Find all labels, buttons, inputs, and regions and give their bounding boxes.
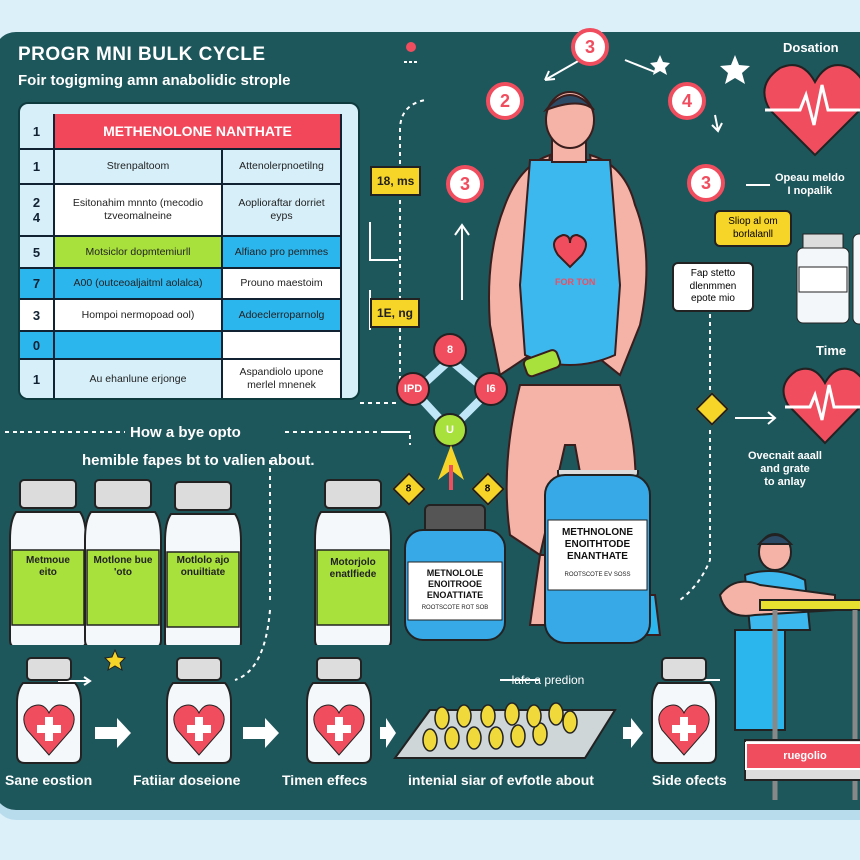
row-number: 3 — [20, 300, 55, 330]
table-cell: Aspandiolo upone merlel mnenek — [223, 360, 342, 398]
jar-sublabel: ROOTSCOTE EV SOSS — [564, 572, 631, 578]
step-circle: 3 — [571, 28, 609, 66]
arrow-up — [454, 223, 470, 300]
table-cell: Prouno maestoim — [223, 269, 342, 298]
molecule-atom: U — [433, 413, 467, 447]
dashed-connector — [5, 402, 410, 433]
table-row: 3 Hompoi nermopoad ool) Adoeclerroparnol… — [20, 300, 342, 332]
molecule-atom: I6 — [474, 372, 508, 406]
heartbeat-heart-icon — [782, 367, 860, 445]
table-cell: Esitonahim mnnto (mecodio tzveomalneine — [55, 185, 223, 235]
step-circle: 4 — [668, 82, 706, 120]
table-row: 1 Strenpaltoom Attenolerpnoetilng — [20, 150, 342, 185]
step-label: Sane eostion — [5, 772, 93, 788]
table-row: 7 A00 (outceoaljaitml aolalca) Prouno ma… — [20, 269, 342, 300]
table-cell: Adoeclerroparnolg — [223, 300, 342, 330]
dashed-connector — [679, 310, 711, 601]
table-row: 2 4 Esitonahim mnnto (mecodio tzveomalne… — [20, 185, 342, 237]
molecule-atom: 8 — [433, 333, 467, 367]
row-number: 0 — [20, 332, 55, 358]
table-header-row: 1 METHENOLONE NANTHATE — [20, 114, 342, 150]
table-row: 0 — [20, 332, 342, 360]
heart-bottle — [166, 657, 232, 764]
arrow — [735, 184, 777, 425]
jar-sublabel: ROOTSCOTE ROT SOB — [421, 605, 489, 611]
middle-heading: How a bye opto — [130, 424, 241, 441]
step-circle: 2 — [486, 82, 524, 120]
dose-tag: 18, ms — [370, 166, 422, 196]
arrow — [544, 59, 581, 81]
arrow — [711, 114, 723, 133]
pin-icon — [404, 42, 418, 63]
dosation-label: Dosation — [783, 40, 839, 55]
heart-bottle — [651, 657, 717, 764]
step-circle: 3 — [446, 165, 484, 203]
big-arrows — [95, 718, 643, 748]
table-cell — [55, 332, 223, 358]
title: PROGR MNI BULK CYCLE — [18, 44, 266, 65]
vial-label: Motlone bue 'oto — [93, 555, 153, 578]
ovecnait-text: Ovecnait aaall and grate to anlay — [748, 450, 822, 489]
table-cell: Alfiano pro pemmes — [223, 237, 342, 267]
vial-label: Motlolo ajo onuiltiate — [176, 555, 230, 578]
heartbeat-heart-icon — [763, 64, 860, 157]
middle-subheading: hemible fapes bt to valien about. — [82, 452, 315, 469]
ribbon-icon — [438, 445, 464, 490]
vial-label: Metmoue eito — [26, 555, 70, 578]
tray-caption: lafe a predion — [511, 673, 585, 687]
table-cell — [223, 332, 342, 358]
cycle-table: 1 METHENOLONE NANTHATE 1 Strenpaltoom At… — [18, 102, 360, 400]
step-label: Side ofects — [652, 772, 727, 788]
row-number: 1 — [20, 360, 55, 398]
table-cell: Au ehanlune erjonge — [55, 360, 223, 398]
subtitle: Foir togigming amn anabolidic strople — [18, 72, 291, 89]
pill-bottles-icon — [796, 233, 860, 325]
row-number: 1 — [20, 150, 55, 183]
table-cell: Motsiclor dopmtemiurll — [55, 237, 223, 267]
dashed-connector — [234, 609, 271, 681]
table-header: METHENOLONE NANTHATE — [55, 114, 342, 148]
bottom-bottles — [16, 657, 717, 764]
heart-bottle — [306, 657, 372, 764]
pill-tray — [393, 702, 617, 759]
row-number: 2 4 — [20, 185, 55, 235]
jar-label: METNOLOLE ENOITROOE ENOATTIATE — [426, 568, 484, 600]
step-label: Fatiiar doseione — [133, 772, 241, 788]
vial-label: Motorjolo enatlfiede — [329, 557, 377, 580]
yellow-callout: Sliop al om borlalanll — [714, 210, 792, 247]
blue-jar — [404, 504, 506, 641]
row-number: 5 — [20, 237, 55, 267]
big-blue-jar — [544, 470, 651, 644]
row-number: 1 — [20, 114, 55, 148]
red-label: ruegolio — [745, 742, 860, 770]
table-cell: Aoplioraftar dorriet eyps — [223, 185, 342, 235]
table-cell: Hompoi nermopoad ool) — [55, 300, 223, 330]
opeau-text: Opeau meldo I nopalik — [775, 172, 845, 198]
table-cell: A00 (outceoaljaitml aolalca) — [55, 269, 223, 298]
dose-tag: 1E, ng — [370, 298, 421, 328]
step-label: Timen effecs — [282, 772, 368, 788]
time-label: Time — [816, 343, 847, 358]
table-row: 5 Motsiclor dopmtemiurll Alfiano pro pem… — [20, 237, 342, 269]
table-cell: Strenpaltoom — [55, 150, 223, 183]
step-circle: 3 — [687, 164, 725, 202]
arrow — [624, 59, 656, 73]
row-number: 7 — [20, 269, 55, 298]
white-callout: Fap stetto dlenmmen epote mio — [672, 262, 754, 312]
shirt-text: FOR TON — [555, 277, 595, 287]
vial-row — [9, 470, 651, 645]
star-icon — [103, 648, 127, 672]
heart-bottle — [16, 657, 82, 764]
table-cell: Attenolerpnoetilng — [223, 150, 342, 183]
molecule-atom: IPD — [396, 372, 430, 406]
table-row: 1 Au ehanlune erjonge Aspandiolo upone m… — [20, 360, 342, 398]
step-label: intenial siar of evfotle about — [408, 772, 594, 788]
jar-label: METHNOLONE ENOITHTODE ENANTHATE — [561, 527, 634, 562]
dashed-connector — [399, 99, 426, 380]
star-icons — [650, 55, 750, 84]
dashed-connector — [20, 431, 411, 445]
